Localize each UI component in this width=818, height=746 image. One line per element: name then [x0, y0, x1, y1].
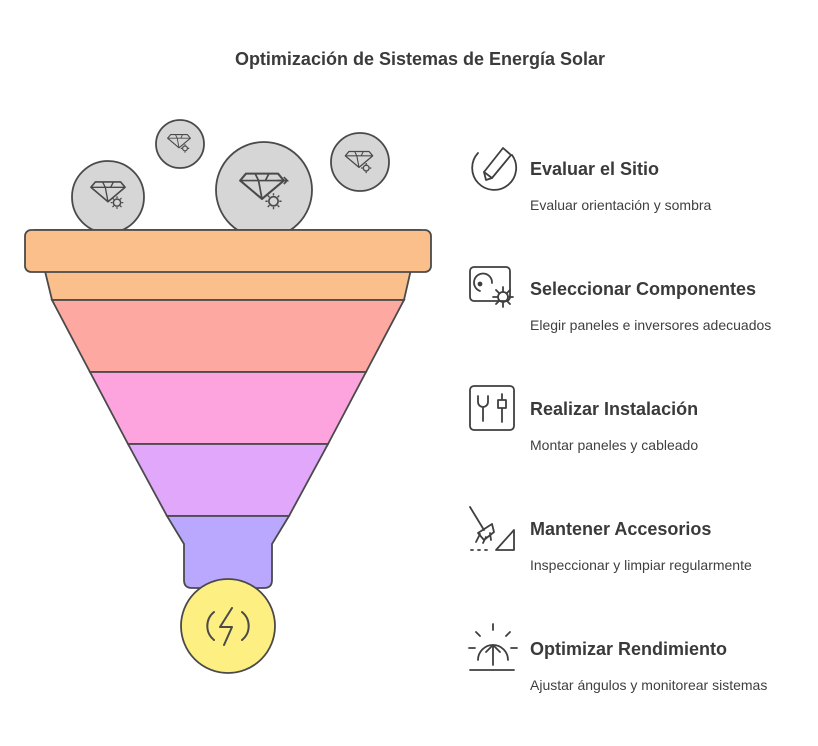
input-circle-1 — [71, 160, 145, 234]
diamond-gear-icon — [90, 181, 126, 209]
funnel-band-2 — [50, 299, 406, 373]
output-circle — [180, 578, 276, 674]
funnel-band-5 — [165, 515, 291, 589]
step-4-description: Inspeccionar y limpiar regularmente — [530, 557, 752, 573]
input-circle-2 — [155, 119, 205, 169]
sun-arrow-icon — [468, 623, 518, 671]
step-5-description: Ajustar ángulos y monitorear sistemas — [530, 677, 768, 693]
lightning-icon — [206, 607, 250, 646]
step-1-description: Evaluar orientación y sombra — [530, 197, 712, 213]
funnel-band-3 — [88, 371, 368, 445]
step-1-title: Evaluar el Sitio — [530, 159, 660, 179]
panel-gear-icon — [469, 266, 514, 308]
pencil-icon — [471, 147, 518, 191]
step-2-title: Seleccionar Componentes — [530, 279, 757, 299]
diamond-gear-icon — [167, 134, 191, 153]
broom-icon — [469, 506, 515, 551]
step-4-title: Mantener Accesorios — [530, 519, 712, 539]
input-circle-3 — [215, 141, 313, 239]
funnel-rim — [24, 229, 432, 273]
input-circle-4 — [330, 132, 390, 192]
tools-icon — [469, 385, 515, 431]
step-3-description: Montar paneles y cableado — [530, 437, 699, 453]
diagram-title: Optimización de Sistemas de Energía Sola… — [234, 49, 606, 69]
funnel-band-4 — [126, 443, 330, 517]
diamond-gear-icon — [344, 150, 374, 174]
step-5-title: Optimizar Rendimiento — [530, 639, 728, 659]
step-2-description: Elegir paneles e inversores adecuados — [530, 317, 772, 333]
step-3-title: Realizar Instalación — [530, 399, 699, 419]
